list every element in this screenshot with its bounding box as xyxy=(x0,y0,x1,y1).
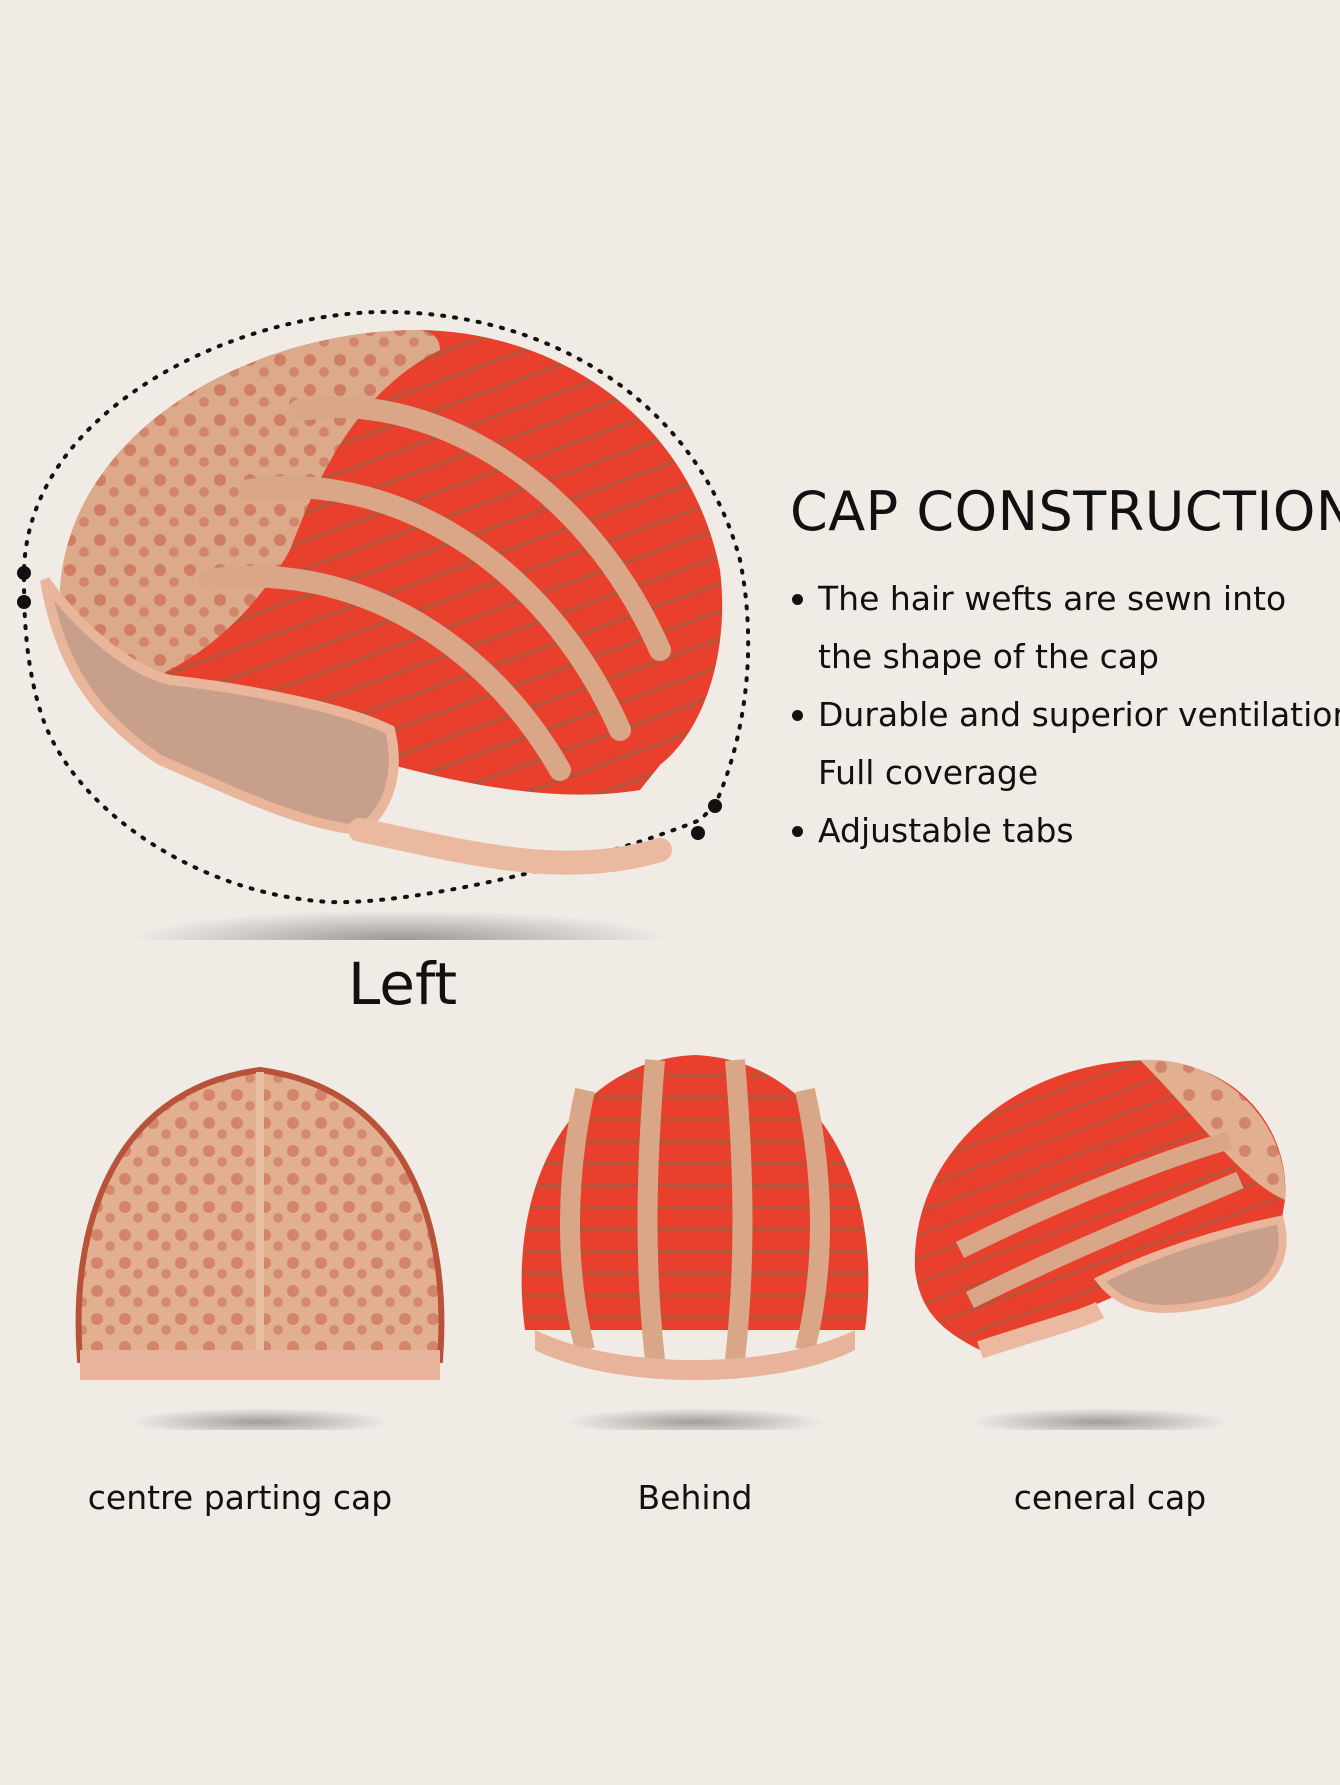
feature-line: the shape of the cap xyxy=(818,637,1159,676)
feature-item: Adjustable tabs xyxy=(790,802,1330,860)
behind-cap-image xyxy=(521,1055,869,1430)
caption-behind: Behind xyxy=(637,1478,753,1517)
caption-centre-parting-cap: centre parting cap xyxy=(87,1478,393,1517)
feature-item: Durable and superior ventilation Full co… xyxy=(790,686,1340,802)
feature-line: Adjustable tabs xyxy=(818,811,1074,850)
bullet-icon xyxy=(792,826,803,837)
section-title: CAP CONSTRUCTION xyxy=(790,480,1340,543)
feature-line: Full coverage xyxy=(818,753,1039,792)
feature-item: The hair wefts are sewn into the shape o… xyxy=(790,570,1330,686)
feature-list: The hair wefts are sewn into the shape o… xyxy=(790,570,1340,860)
general-cap-image xyxy=(914,1059,1287,1430)
main-cap-illustration xyxy=(17,309,751,940)
centre-parting-cap-image xyxy=(75,1066,445,1430)
bullet-icon xyxy=(792,594,803,605)
feature-line: Durable and superior ventilation xyxy=(818,695,1340,734)
view-label-left: Left xyxy=(348,950,458,1018)
bullet-icon xyxy=(792,710,803,721)
feature-line: The hair wefts are sewn into xyxy=(818,579,1287,618)
caption-general-cap: ceneral cap xyxy=(1013,1478,1207,1517)
